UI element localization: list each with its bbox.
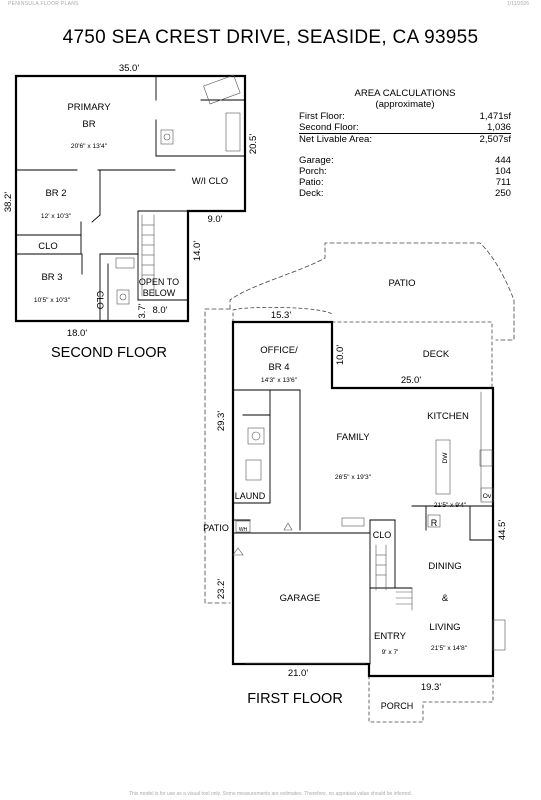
- area-row-label: Porch:: [299, 165, 327, 177]
- room-porch: PORCH: [381, 701, 414, 711]
- dishwasher-label: DW: [442, 452, 449, 464]
- area-row-second-floor: Second Floor: 1,036: [299, 122, 511, 135]
- refrigerator-label: R: [431, 518, 438, 528]
- area-row-porch: Porch: 104: [299, 166, 511, 177]
- area-row-label: Garage:: [299, 154, 334, 166]
- room-kitchen-dim: 21'5" x 9'4": [434, 502, 467, 509]
- second-floor-plan: [14, 74, 247, 323]
- area-calculations-panel: AREA CALCULATIONS (approximate) First Fl…: [299, 88, 511, 199]
- room-primary-br: BR: [82, 119, 95, 130]
- room-deck: DECK: [423, 349, 450, 360]
- dim-sf-left: 38.2': [3, 192, 14, 212]
- room-wi-clo: W/I CLO: [192, 176, 228, 187]
- room-clo: CLO: [38, 241, 58, 252]
- area-row-value: 104: [494, 165, 511, 177]
- open-to-label: OPEN TO: [139, 277, 179, 287]
- room-living-dim: 21'5" x 14'8": [431, 645, 468, 652]
- room-entry: ENTRY: [374, 631, 407, 642]
- dim-sf-top: 35.0': [119, 63, 139, 74]
- room-office-line1: OFFICE/: [260, 345, 298, 356]
- room-br2: BR 2: [45, 188, 66, 199]
- area-row-garage: Garage: 444: [299, 155, 511, 166]
- area-row-value: 1,471sf: [479, 111, 511, 122]
- area-subtitle: (approximate): [375, 99, 435, 110]
- dim-sf-notch-h: 9.0': [207, 214, 222, 225]
- room-clo-first: CLO: [373, 530, 392, 540]
- room-primary-dim: 20'6" x 13'4": [71, 143, 108, 150]
- first-floor-outer-walls: [231, 320, 495, 678]
- second-floor-interior-walls: [15, 75, 246, 322]
- first-floor-label: FIRST FLOOR: [247, 691, 343, 707]
- room-garage: GARAGE: [280, 593, 321, 604]
- area-row-label: Patio:: [299, 177, 324, 189]
- first-floor-interior-walls: [232, 389, 494, 665]
- area-row-value: 2,507sf: [479, 134, 511, 146]
- disclaimer-footer: This model is for use as a visual tool o…: [128, 791, 412, 797]
- room-office-dim: 14'3" x 13'6": [261, 377, 298, 384]
- area-row-value: 1,036: [486, 122, 511, 134]
- dim-ff-left-upper: 29.3': [216, 411, 227, 431]
- area-row-deck: Deck: 250: [299, 188, 511, 199]
- dim-ff-garage-width: 21.0': [288, 668, 308, 679]
- room-br3-dim: 10'5" x 10'3": [34, 297, 71, 304]
- room-family-dim: 26'5" x 19'3": [335, 474, 372, 481]
- office-bump-outline: [232, 307, 333, 323]
- second-floor-fixtures: [115, 74, 241, 305]
- water-heater-label: WH: [239, 527, 248, 533]
- dim-ff-porch-width: 19.3': [421, 682, 441, 693]
- area-row-patio: Patio: 711: [299, 177, 511, 188]
- area-row-net-livable: Net Livable Area: 2,507sf: [299, 134, 511, 145]
- area-row-first-floor: First Floor: 1,471sf: [299, 111, 511, 122]
- room-br3: BR 3: [41, 272, 62, 283]
- room-kitchen: KITCHEN: [427, 411, 469, 422]
- dim-ff-deck-v: 10.0': [335, 345, 346, 365]
- first-floor-fixtures: [232, 391, 506, 664]
- area-title: AREA CALCULATIONS: [354, 88, 456, 99]
- room-laundry: LAUND: [235, 491, 266, 501]
- dim-sf-small-h: 8.0': [152, 305, 167, 316]
- patio-outline: [204, 242, 515, 604]
- dim-sf-small-v: 3.7': [137, 303, 148, 318]
- room-office-line2: BR 4: [268, 362, 289, 373]
- area-row-label: Deck:: [299, 188, 324, 200]
- dim-ff-right: 44.5': [497, 520, 508, 540]
- area-row-label: Second Floor:: [299, 122, 359, 134]
- deck-outline: [331, 321, 493, 389]
- area-row-value: 444: [494, 154, 511, 166]
- dim-sf-bottom: 18.0': [67, 328, 87, 339]
- room-clo-vertical: CLO: [95, 291, 105, 310]
- area-row-value: 711: [495, 177, 511, 189]
- room-patio: PATIO: [388, 278, 415, 289]
- dim-ff-top-office: 15.3': [271, 310, 291, 321]
- brand-label: PENINSULA FLOOR PLANS: [8, 1, 79, 7]
- dim-ff-left-lower: 23.2': [216, 579, 227, 599]
- oven-label: Ov: [483, 493, 492, 500]
- room-br2-dim: 12' x 10'3": [41, 213, 72, 220]
- first-floor-plan: [204, 242, 515, 723]
- room-dining: DINING: [428, 561, 461, 572]
- area-row-label: First Floor:: [299, 111, 345, 122]
- dim-ff-deck-h: 25.0': [401, 375, 421, 386]
- room-entry-dim: 9' x 7': [382, 649, 399, 656]
- date-label: 1/11/2026: [507, 1, 529, 7]
- dim-sf-right-upper: 20.5': [248, 134, 259, 154]
- area-row-label: Net Livable Area:: [299, 134, 373, 146]
- address-title: 4750 SEA CREST DRIVE, SEASIDE, CA 93955: [62, 27, 479, 48]
- second-floor-label: SECOND FLOOR: [51, 345, 167, 361]
- room-ampersand: &: [442, 593, 449, 604]
- area-row-value: 250: [494, 188, 511, 200]
- dim-sf-notch-v: 14.0': [192, 241, 203, 261]
- room-patio-side: PATIO: [203, 523, 229, 533]
- below-label: BELOW: [143, 288, 176, 298]
- room-living: LIVING: [429, 622, 460, 633]
- room-primary-name: PRIMARY: [67, 102, 111, 113]
- porch-outline: [368, 675, 494, 723]
- room-family: FAMILY: [336, 432, 370, 443]
